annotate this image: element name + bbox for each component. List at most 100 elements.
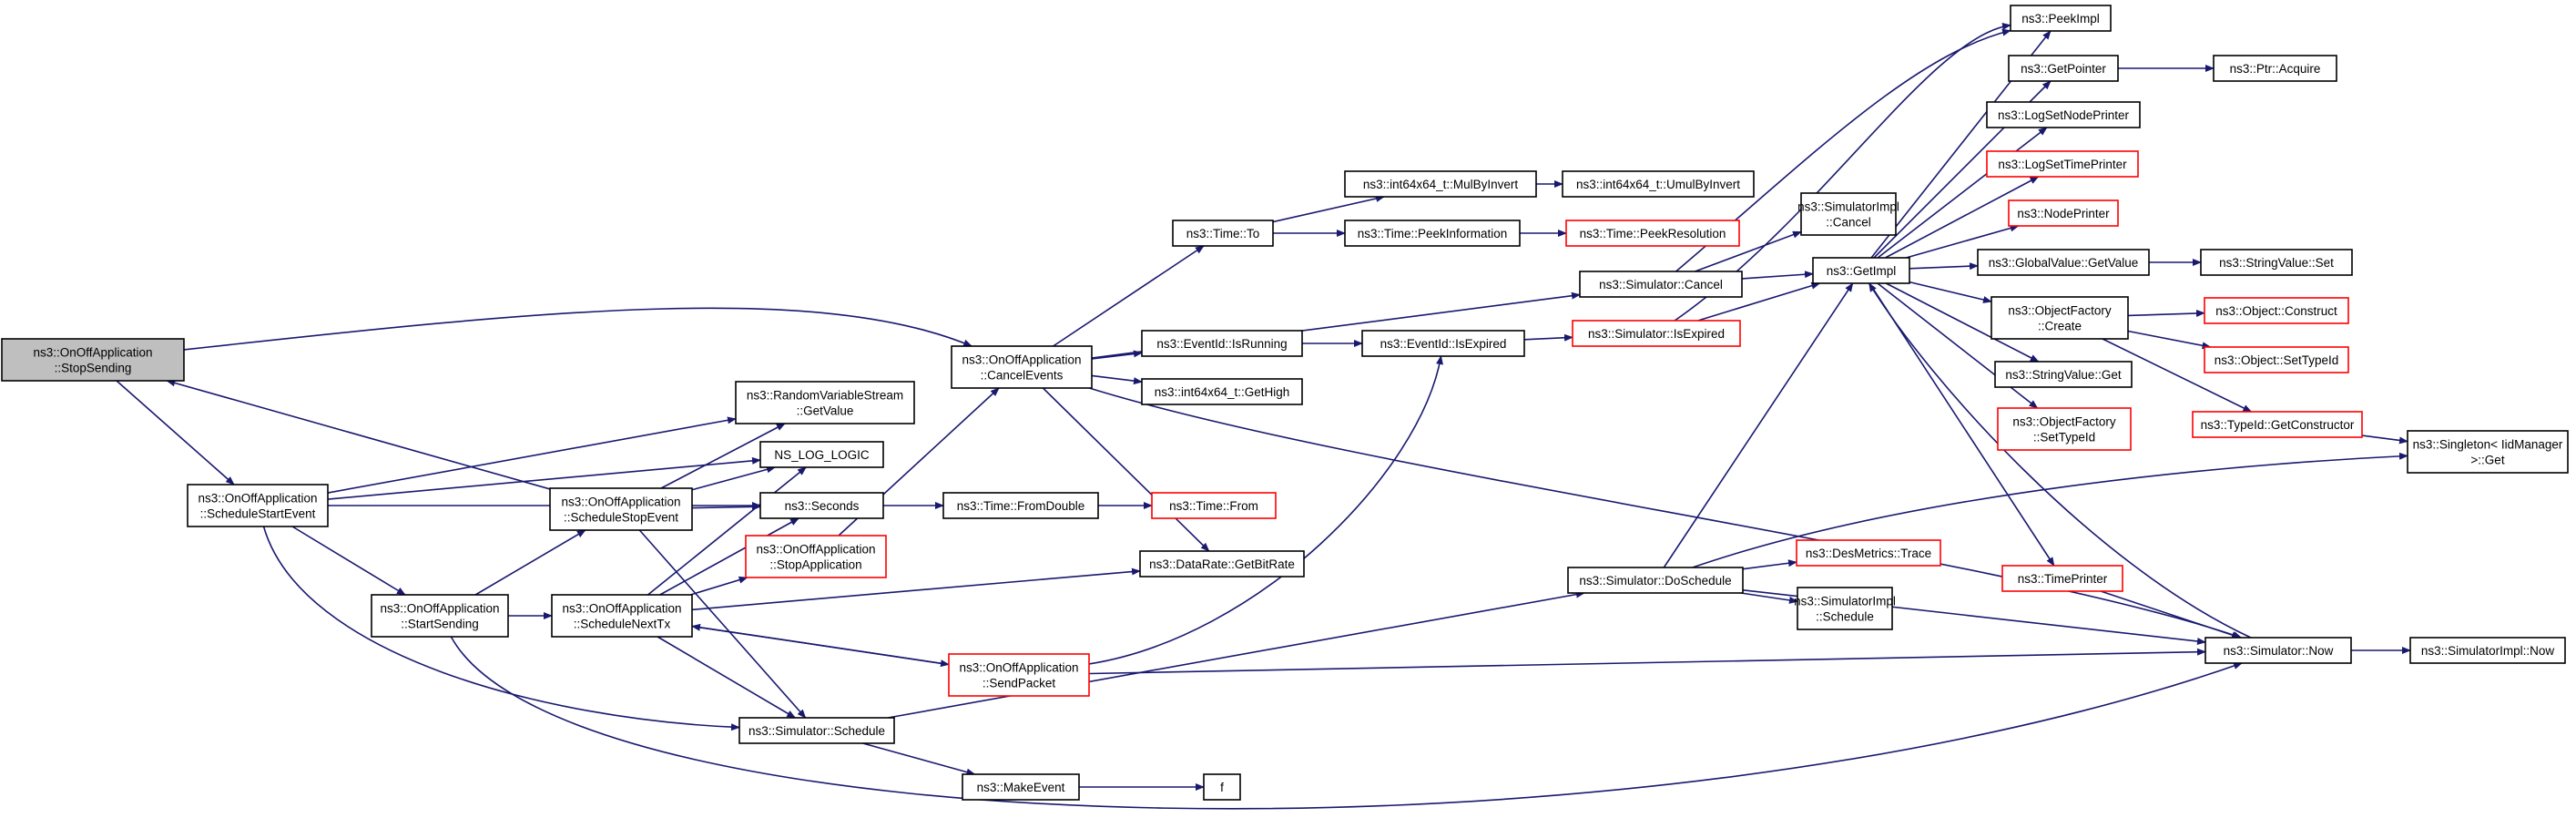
- node-logsetnode[interactable]: ns3::LogSetNodePrinter: [1986, 101, 2141, 128]
- edge-getimpl-to-gvgetvalue: [1909, 262, 1979, 271]
- node-box: [745, 535, 887, 578]
- node-box: [1172, 220, 1274, 247]
- edge-cancelevents-to-gethigh: [1091, 374, 1143, 385]
- node-peekimpl[interactable]: ns3::PeekImpl: [2010, 5, 2112, 32]
- node-f[interactable]: f: [1203, 773, 1241, 801]
- node-box: [1139, 550, 1305, 578]
- node-label: ns3::OnOffApplication: [33, 346, 152, 360]
- node-box: [2008, 55, 2119, 82]
- node-stringvalueset[interactable]: ns3::StringValue::Set: [2200, 249, 2353, 276]
- node-stopapp[interactable]: ns3::OnOffApplication::StopApplication: [745, 535, 887, 578]
- edge-schedstop-to-rvsgetvalue: [660, 423, 786, 489]
- node-schedstop[interactable]: ns3::OnOffApplication::ScheduleStopEvent: [549, 487, 693, 531]
- node-isrunning[interactable]: ns3::EventId::IsRunning: [1141, 330, 1303, 357]
- node-label: ns3::OnOffApplication: [198, 492, 317, 506]
- node-box: [1565, 220, 1740, 247]
- edge-schedstop-to-simschedule: [638, 529, 807, 719]
- node-timeprinter[interactable]: ns3::TimePrinter: [2001, 565, 2123, 592]
- node-label: ns3::DesMetrics::Trace: [1806, 547, 1931, 560]
- node-ofsettypeid[interactable]: ns3::ObjectFactory::SetTypeId: [1997, 407, 2132, 451]
- node-simimplnow[interactable]: ns3::SimulatorImpl::Now: [2409, 637, 2566, 664]
- node-label: ns3::TimePrinter: [2018, 572, 2108, 586]
- node-simcancel[interactable]: ns3::Simulator::Cancel: [1579, 271, 1743, 298]
- node-box: [2008, 199, 2119, 227]
- node-gvgetvalue[interactable]: ns3::GlobalValue::GetValue: [1977, 249, 2150, 276]
- node-typeidgetctor[interactable]: ns3::TypeId::GetConstructor: [2192, 411, 2363, 438]
- node-nslog[interactable]: NS_LOG_LOGIC: [759, 441, 884, 468]
- node-timefrom[interactable]: ns3::Time::From: [1151, 492, 1277, 519]
- edge-stopsending-to-cancelevents: [183, 307, 973, 351]
- edge-simisexpired-to-getimpl: [1697, 281, 1821, 322]
- edge-schednexttx-to-getbitrate: [691, 567, 1141, 611]
- node-gethigh[interactable]: ns3::int64x64_t::GetHigh: [1141, 378, 1303, 405]
- node-rvsgetvalue[interactable]: ns3::RandomVariableStream::GetValue: [735, 381, 915, 424]
- node-simnow[interactable]: ns3::Simulator::Now: [2204, 637, 2352, 664]
- node-eidexpired[interactable]: ns3::EventId::IsExpired: [1361, 330, 1525, 357]
- node-label: ns3::OnOffApplication: [562, 602, 681, 616]
- node-box: [1579, 271, 1743, 298]
- edge-getimpl-to-logsetnode: [1877, 127, 2048, 259]
- node-getpointer[interactable]: ns3::GetPointer: [2008, 55, 2119, 82]
- node-nodeprinter[interactable]: ns3::NodePrinter: [2008, 199, 2119, 227]
- node-cancelevents[interactable]: ns3::OnOffApplication::CancelEvents: [951, 345, 1093, 389]
- node-label: ns3::SimulatorImpl: [1797, 200, 1899, 214]
- node-makeevent[interactable]: ns3::MakeEvent: [962, 773, 1080, 801]
- node-peekinfo[interactable]: ns3::Time::PeekInformation: [1344, 220, 1521, 247]
- edge-getimpl-to-nodeprinter: [1906, 224, 2020, 259]
- node-sendpacket[interactable]: ns3::OnOffApplication::SendPacket: [948, 653, 1090, 697]
- node-logsettime[interactable]: ns3::LogSetTimePrinter: [1986, 150, 2139, 178]
- node-objsettypeid[interactable]: ns3::Object::SetTypeId: [2204, 346, 2349, 373]
- node-label: ns3::Simulator::Cancel: [1599, 278, 1723, 291]
- node-objconstruct[interactable]: ns3::Object::Construct: [2204, 297, 2349, 324]
- node-schedstart[interactable]: ns3::OnOffApplication::ScheduleStartEven…: [187, 484, 329, 527]
- node-label: ::SetTypeId: [2033, 431, 2095, 445]
- node-timeto[interactable]: ns3::Time::To: [1172, 220, 1274, 247]
- node-box: [2192, 411, 2363, 438]
- node-label: ::ScheduleStopEvent: [564, 511, 678, 525]
- node-label: ns3::Object::SetTypeId: [2215, 353, 2339, 367]
- edge-eidexpired-to-simisexpired: [1523, 333, 1573, 342]
- node-umulbyinvert[interactable]: ns3::int64x64_t::UmulByInvert: [1562, 170, 1755, 198]
- node-box: [187, 484, 329, 527]
- edge-getimpl-to-ofcreate: [1909, 281, 1992, 303]
- node-box: [1986, 150, 2139, 178]
- node-peekres[interactable]: ns3::Time::PeekResolution: [1565, 220, 1740, 247]
- node-simimplschedule[interactable]: ns3::SimulatorImpl::Schedule: [1794, 587, 1896, 630]
- edge-cancelevents-to-isrunning: [1091, 350, 1143, 360]
- node-startsending[interactable]: ns3::OnOffApplication::StartSending: [371, 594, 509, 638]
- node-box: [1977, 249, 2150, 276]
- edge-schedstart-to-simschedule: [262, 526, 740, 731]
- node-doschedule[interactable]: ns3::Simulator::DoSchedule: [1567, 567, 1744, 594]
- node-label: ns3::EventId::IsExpired: [1380, 337, 1507, 351]
- node-box: [1562, 170, 1755, 198]
- node-stringvalueget[interactable]: ns3::StringValue::Get: [1994, 361, 2133, 388]
- node-getbitrate[interactable]: ns3::DataRate::GetBitRate: [1139, 550, 1305, 578]
- node-label: f: [1220, 781, 1224, 794]
- edge-sendpacket-to-simnow: [1088, 648, 2206, 675]
- node-ptracquire[interactable]: ns3::Ptr::Acquire: [2213, 55, 2337, 82]
- node-box: [1991, 296, 2129, 340]
- node-desmetrics[interactable]: ns3::DesMetrics::Trace: [1796, 539, 1941, 567]
- node-seconds[interactable]: ns3::Seconds: [759, 492, 884, 519]
- node-singletonget[interactable]: ns3::Singleton< IidManager >::Get: [2407, 430, 2569, 474]
- node-box: [948, 653, 1090, 697]
- node-box: [1151, 492, 1277, 519]
- node-getimpl[interactable]: ns3::GetImpl: [1812, 257, 1910, 284]
- node-label: ns3::DataRate::GetBitRate: [1149, 557, 1295, 571]
- node-label: ::StopApplication: [769, 558, 861, 572]
- node-box: [1361, 330, 1525, 357]
- edge-simschedule-to-doschedule: [888, 590, 1585, 719]
- node-label: ns3::OnOffApplication: [561, 496, 680, 509]
- edge-simcancel-to-simimplcancel: [1695, 230, 1802, 272]
- edge-getimpl-to-stringvalueget: [1885, 282, 2040, 363]
- edge-schednexttx-to-simschedule: [657, 636, 797, 719]
- node-simschedule[interactable]: ns3::Simulator::Schedule: [738, 717, 895, 744]
- node-fromdouble[interactable]: ns3::Time::FromDouble: [942, 492, 1099, 519]
- node-simisexpired[interactable]: ns3::Simulator::IsExpired: [1572, 320, 1741, 347]
- node-schednexttx[interactable]: ns3::OnOffApplication::ScheduleNextTx: [551, 594, 693, 638]
- node-simimplcancel[interactable]: ns3::SimulatorImpl::Cancel: [1797, 192, 1899, 236]
- node-mulbyinvert[interactable]: ns3::int64x64_t::MulByInvert: [1344, 170, 1537, 198]
- node-stopsending[interactable]: ns3::OnOffApplication::StopSending: [1, 338, 185, 382]
- node-ofcreate[interactable]: ns3::ObjectFactory::Create: [1991, 296, 2129, 340]
